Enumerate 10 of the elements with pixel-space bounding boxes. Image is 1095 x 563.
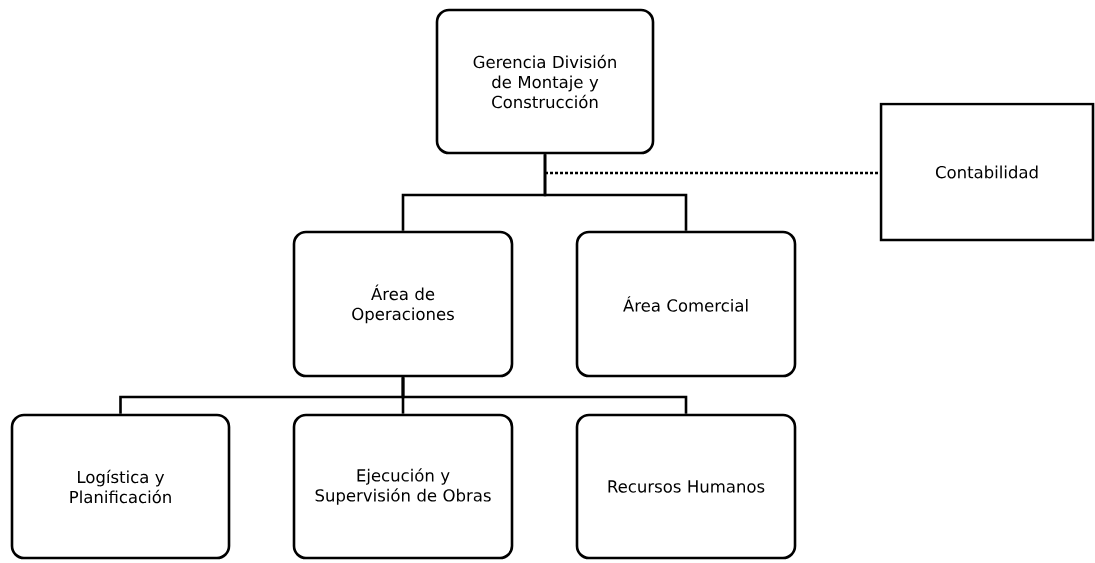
connector-line (401, 377, 688, 414)
org-box: Área Comercial (575, 230, 797, 378)
org-box: Contabilidad (879, 102, 1095, 242)
connector-line (543, 154, 688, 231)
connector-line (545, 171, 880, 175)
org-box: Logística y Planificación (10, 413, 231, 560)
org-box: Ejecución y Supervisión de Obras (292, 413, 514, 560)
org-box: Área de Operaciones (292, 230, 514, 378)
org-box: Gerencia División de Montaje y Construcción (435, 8, 655, 155)
org-box: Recursos Humanos (575, 413, 797, 560)
